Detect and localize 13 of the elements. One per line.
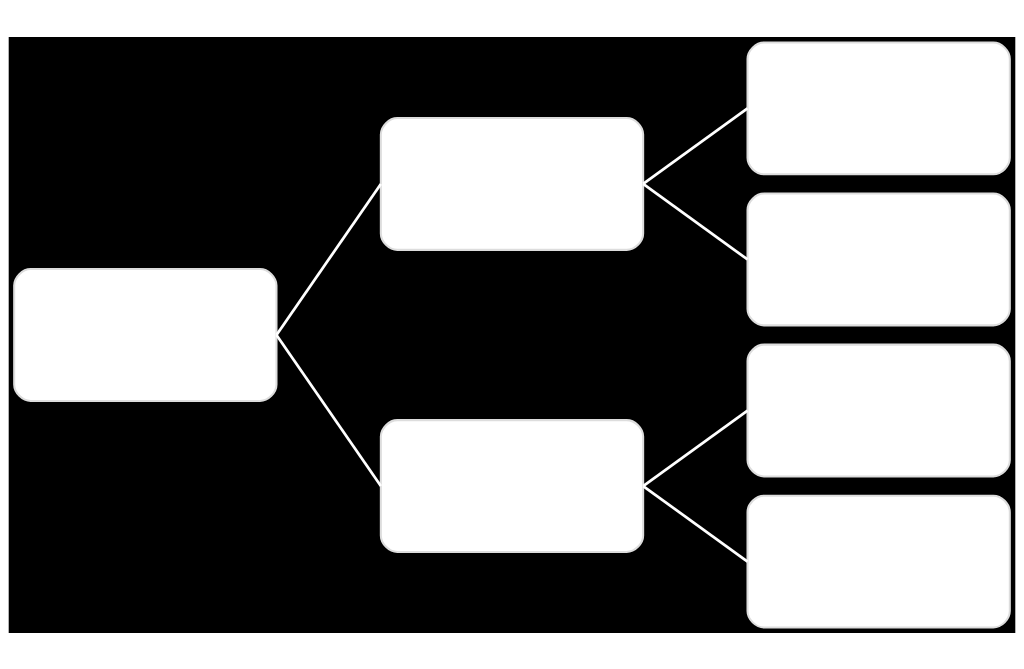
connector — [642, 106, 749, 185]
node-box — [746, 343, 1011, 477]
node-box — [746, 40, 1011, 175]
connector — [642, 484, 749, 563]
node-box — [746, 494, 1011, 629]
node-box — [379, 116, 645, 251]
connector — [275, 333, 382, 487]
node-box — [746, 192, 1011, 326]
connector — [275, 182, 382, 336]
node-box — [379, 418, 645, 553]
node-box — [13, 267, 278, 402]
connector — [642, 182, 749, 261]
connector — [642, 408, 749, 487]
